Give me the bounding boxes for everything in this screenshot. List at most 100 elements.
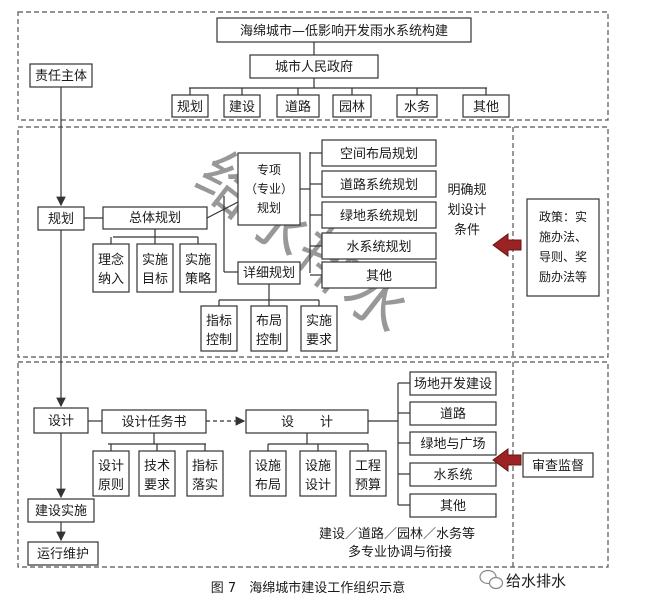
department-label: 规划 [177,100,203,115]
conditions-line2: 划设计 [447,203,486,218]
task-item-box [138,450,176,497]
design-category-label: 道路 [440,406,466,422]
design-category-label: 场地开发建设 [414,376,492,392]
department-box [276,94,320,118]
design-category-label: 绿地与广场 [420,437,485,452]
department-label: 园林 [339,100,365,115]
task-item-box [186,450,224,497]
overall-plan-text: 总体规划 [129,211,181,226]
planning-region [17,126,609,358]
design-category-box [409,371,497,396]
department-label: 建设 [229,100,255,115]
policy-line4: 励办法等 [539,269,587,284]
conditions-line1: 明确规 [447,183,486,198]
task-item-line1: 指标 [192,459,218,474]
policy-box [526,198,600,297]
task-book-text: 设计任务书 [121,414,186,430]
coordination-line2: 多专业协调与衔接 [348,544,452,560]
figure-caption: 图 7 海绵城市建设工作组织示意 [211,580,405,596]
design-category-label: 其他 [440,499,466,514]
design-category-box [409,462,497,487]
special-plan-item-box [321,170,437,198]
overall-item-line1: 理念 [98,252,124,268]
logo-text: 给水排水 [506,572,566,590]
overall-item-line2: 目标 [142,272,168,287]
title-text: 海绵城市—低影响开发雨水系统构建 [240,23,448,39]
wechat-logo: 给水排水 [479,569,566,590]
special-plan-line1: 专项 [257,162,281,177]
top-region [17,11,609,121]
special-plan-line3: 规划 [257,200,281,215]
design-stage-text: 设计 [48,414,74,429]
detailed-item-line2: 控制 [256,333,282,348]
design-category-box [409,431,497,456]
special-plan-line2: （专业） [245,181,293,196]
overall-item-box [92,243,130,293]
design-item-line1: 工程 [355,459,381,474]
policy-line1: 政策：实 [539,209,587,224]
responsibility-text: 责任主体 [35,69,87,84]
special-plan-item-label: 其他 [366,269,392,284]
planning-stage-text: 规划 [48,212,74,227]
policy-arrow-icon [492,233,522,257]
detailed-item-line2: 控制 [206,333,232,348]
task-item-line2: 原则 [98,478,124,493]
task-item-line2: 要求 [144,478,170,493]
detailed-item-line1: 指标 [206,314,232,329]
department-boxes: 规划 建设 道路 园林 水务 其他 [171,88,510,118]
review-arrow-icon [492,448,522,472]
department-box [171,94,209,118]
design-item-box [299,450,337,497]
government-text: 城市人民政府 [275,59,353,75]
review-text: 审查监督 [532,459,584,474]
department-box [223,94,261,118]
design-item-box [349,450,387,497]
department-label: 道路 [285,99,311,115]
overall-item-box [179,243,217,293]
task-item-line1: 技术 [144,459,170,474]
detailed-item-box [200,305,238,352]
department-box [332,94,372,118]
task-item-line1: 设计 [98,459,124,474]
special-plan-item-box [321,139,437,167]
overall-item-box [136,243,174,293]
detailed-item-line1: 布局 [256,314,282,329]
operation-text: 运行维护 [37,547,89,562]
design-item-line2: 设计 [305,478,331,493]
department-box [396,94,438,118]
design-item-box [249,450,287,497]
department-label: 水务 [404,99,430,115]
design-item-line1: 设施 [255,459,281,474]
overall-item-line1: 实施 [185,253,211,268]
overall-item-line2: 策略 [185,271,211,287]
operation-box [27,541,99,566]
detailed-item-line2: 要求 [306,333,332,348]
overall-item-line1: 实施 [142,253,168,268]
policy-line3: 导则、奖 [539,250,587,264]
detailed-item-box [250,305,288,352]
design-category-label: 水系统 [433,468,472,483]
department-box [462,94,510,118]
conditions-line3: 条件 [454,222,480,238]
construction-text: 建设实施 [35,504,87,519]
design-category-box [409,401,497,426]
detailed-item-box [300,305,338,352]
overall-item-line2: 纳入 [98,272,124,287]
department-label: 其他 [473,100,499,115]
design-item-line2: 布局 [255,478,281,493]
design-item-line2: 预算 [355,478,381,493]
review-box [522,452,594,478]
detailed-plan-text: 详细规划 [243,266,295,281]
special-plan-item-label: 道路系统规划 [340,177,418,193]
task-item-line2: 落实 [192,478,218,493]
design-category-box [409,493,497,518]
task-item-box [92,450,130,497]
title-box [216,17,472,43]
detailed-item-line1: 实施 [306,314,332,329]
design-box-text: 设 计 [281,415,333,430]
